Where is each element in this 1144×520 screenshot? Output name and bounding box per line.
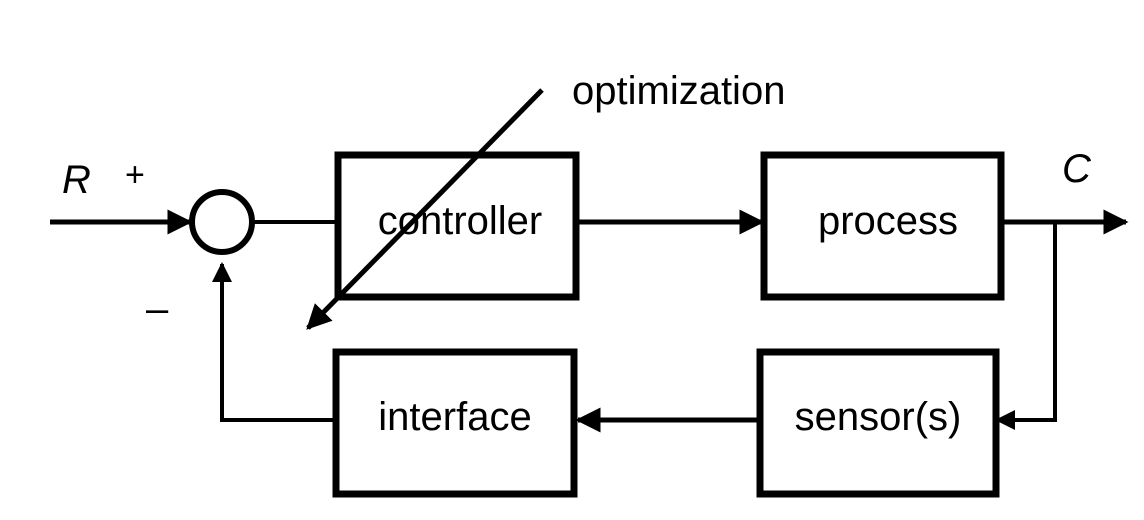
controller-label: controller	[378, 199, 543, 243]
optimization-arrow	[306, 88, 544, 330]
output-label: C	[1062, 147, 1092, 191]
interface-block	[332, 348, 578, 498]
minus-sign: –	[146, 287, 169, 331]
sensors-label: sensor(s)	[795, 395, 962, 439]
process-label: process	[818, 199, 958, 243]
plus-sign: +	[125, 156, 145, 194]
summing-junction	[189, 189, 255, 255]
process-block	[760, 151, 1005, 301]
feedback-to-junction-arrow	[212, 262, 336, 422]
sensors-block	[756, 348, 1000, 498]
reference-label: R	[62, 158, 91, 202]
interface-label: interface	[378, 395, 531, 439]
optimization-label: optimization	[572, 69, 785, 113]
feedback-to-sensors-arrow	[995, 222, 1057, 430]
